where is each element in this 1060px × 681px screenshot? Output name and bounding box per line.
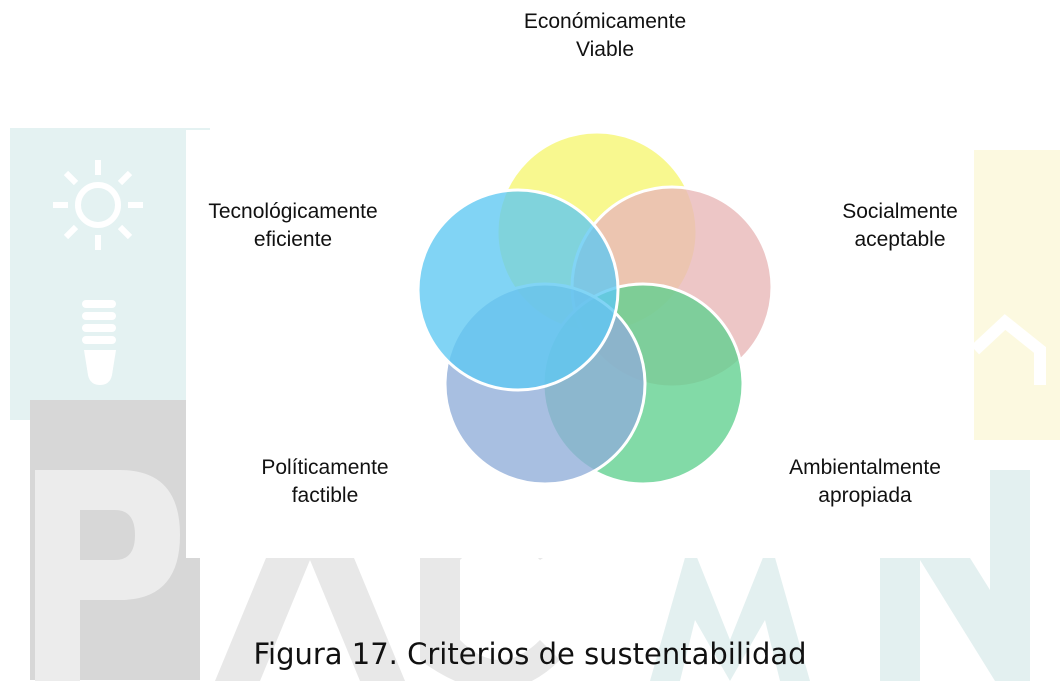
- label-politico-line2: factible: [291, 484, 359, 507]
- watermark-yellow-block: [960, 150, 1060, 440]
- label-economicamente-viable: Económicamente Viable: [490, 8, 720, 64]
- label-social-line1: Socialmente: [842, 200, 958, 223]
- label-socialmente-aceptable: Socialmente aceptable: [780, 198, 1020, 254]
- lightbulb-icon: [82, 300, 116, 385]
- label-tecnologico-line2: eficiente: [253, 228, 333, 251]
- label-economico-line1: Económicamente: [523, 10, 687, 33]
- label-ambiental-line2: apropiada: [818, 484, 912, 507]
- label-tecnologicamente-eficiente: Tecnológicamente eficiente: [168, 198, 418, 254]
- label-ambientalmente-apropiada: Ambientalmente apropiada: [745, 454, 985, 510]
- house-outline-icon: [970, 314, 1046, 385]
- label-politico-line1: Políticamente: [261, 456, 389, 479]
- label-economico-line2: Viable: [576, 38, 634, 61]
- label-politicamente-factible: Políticamente factible: [200, 454, 450, 510]
- label-social-line2: aceptable: [854, 228, 946, 251]
- figure-caption: Figura 17. Criterios de sustentabilidad: [253, 637, 807, 671]
- circle-tecnologico: [416, 188, 620, 392]
- label-tecnologico-line1: Tecnológicamente: [208, 200, 378, 223]
- label-ambiental-line1: Ambientalmente: [789, 456, 941, 479]
- sun-icon: [53, 160, 143, 250]
